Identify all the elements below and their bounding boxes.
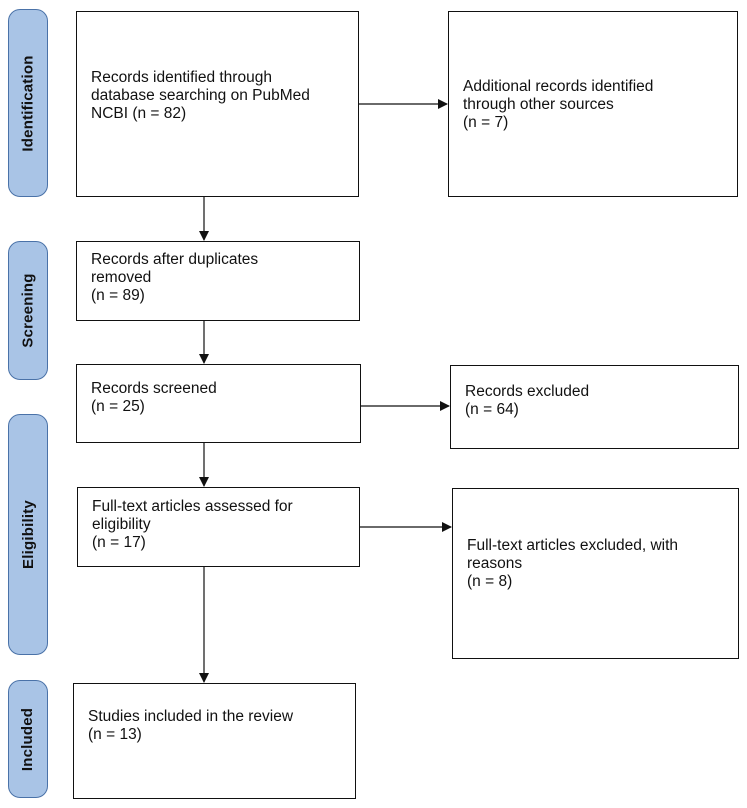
- box-fulltext-assessed-line-1: Full-text articles assessed for: [92, 498, 293, 515]
- box-records-excluded-line-1: Records excluded: [465, 383, 590, 400]
- phase-eligibility: Eligibility: [8, 414, 48, 655]
- box-after-duplicates-line-1: Records after duplicates: [91, 251, 259, 268]
- phase-screening: Screening: [8, 241, 48, 380]
- box-records-other-sources-line-1: Additional records identified: [463, 78, 654, 95]
- box-after-duplicates-line-3: (n = 89): [91, 287, 145, 304]
- box-studies-included-line-2: (n = 13): [88, 726, 142, 743]
- box-fulltext-assessed-line-3: (n = 17): [92, 534, 146, 551]
- box-fulltext-excluded-line-2: reasons: [467, 555, 523, 572]
- box-records-database-line-2: database searching on PubMed: [91, 87, 310, 104]
- box-fulltext-excluded-line-3: (n = 8): [467, 573, 513, 590]
- box-records-screened-line-2: (n = 25): [91, 398, 145, 415]
- box-records-screened: Records screened (n = 25): [76, 364, 361, 443]
- box-records-screened-line-1: Records screened: [91, 380, 217, 397]
- box-fulltext-excluded: Full-text articles excluded, with reason…: [452, 488, 739, 659]
- box-studies-included-line-1: Studies included in the review: [88, 708, 294, 725]
- phase-identification: Identification: [8, 9, 48, 197]
- box-records-database-line-3: NCBI (n = 82): [91, 105, 187, 122]
- box-records-other-sources-line-2: through other sources: [463, 96, 614, 113]
- box-records-excluded-line-2: (n = 64): [465, 401, 519, 418]
- phase-included: Included: [8, 680, 48, 798]
- box-after-duplicates-line-2: removed: [91, 269, 152, 286]
- box-fulltext-assessed: Full-text articles assessed for eligibil…: [77, 487, 360, 567]
- box-records-database-line-1: Records identified through: [91, 69, 272, 86]
- box-after-duplicates: Records after duplicates removed (n = 89…: [76, 241, 360, 321]
- box-records-database: Records identified through database sear…: [76, 11, 359, 197]
- box-fulltext-assessed-line-2: eligibility: [92, 516, 151, 533]
- box-records-excluded: Records excluded (n = 64): [450, 365, 739, 449]
- box-fulltext-excluded-line-1: Full-text articles excluded, with: [467, 537, 679, 554]
- box-records-other-sources-line-3: (n = 7): [463, 114, 509, 131]
- box-studies-included: Studies included in the review (n = 13): [73, 683, 356, 799]
- box-records-other-sources: Additional records identified through ot…: [448, 11, 738, 197]
